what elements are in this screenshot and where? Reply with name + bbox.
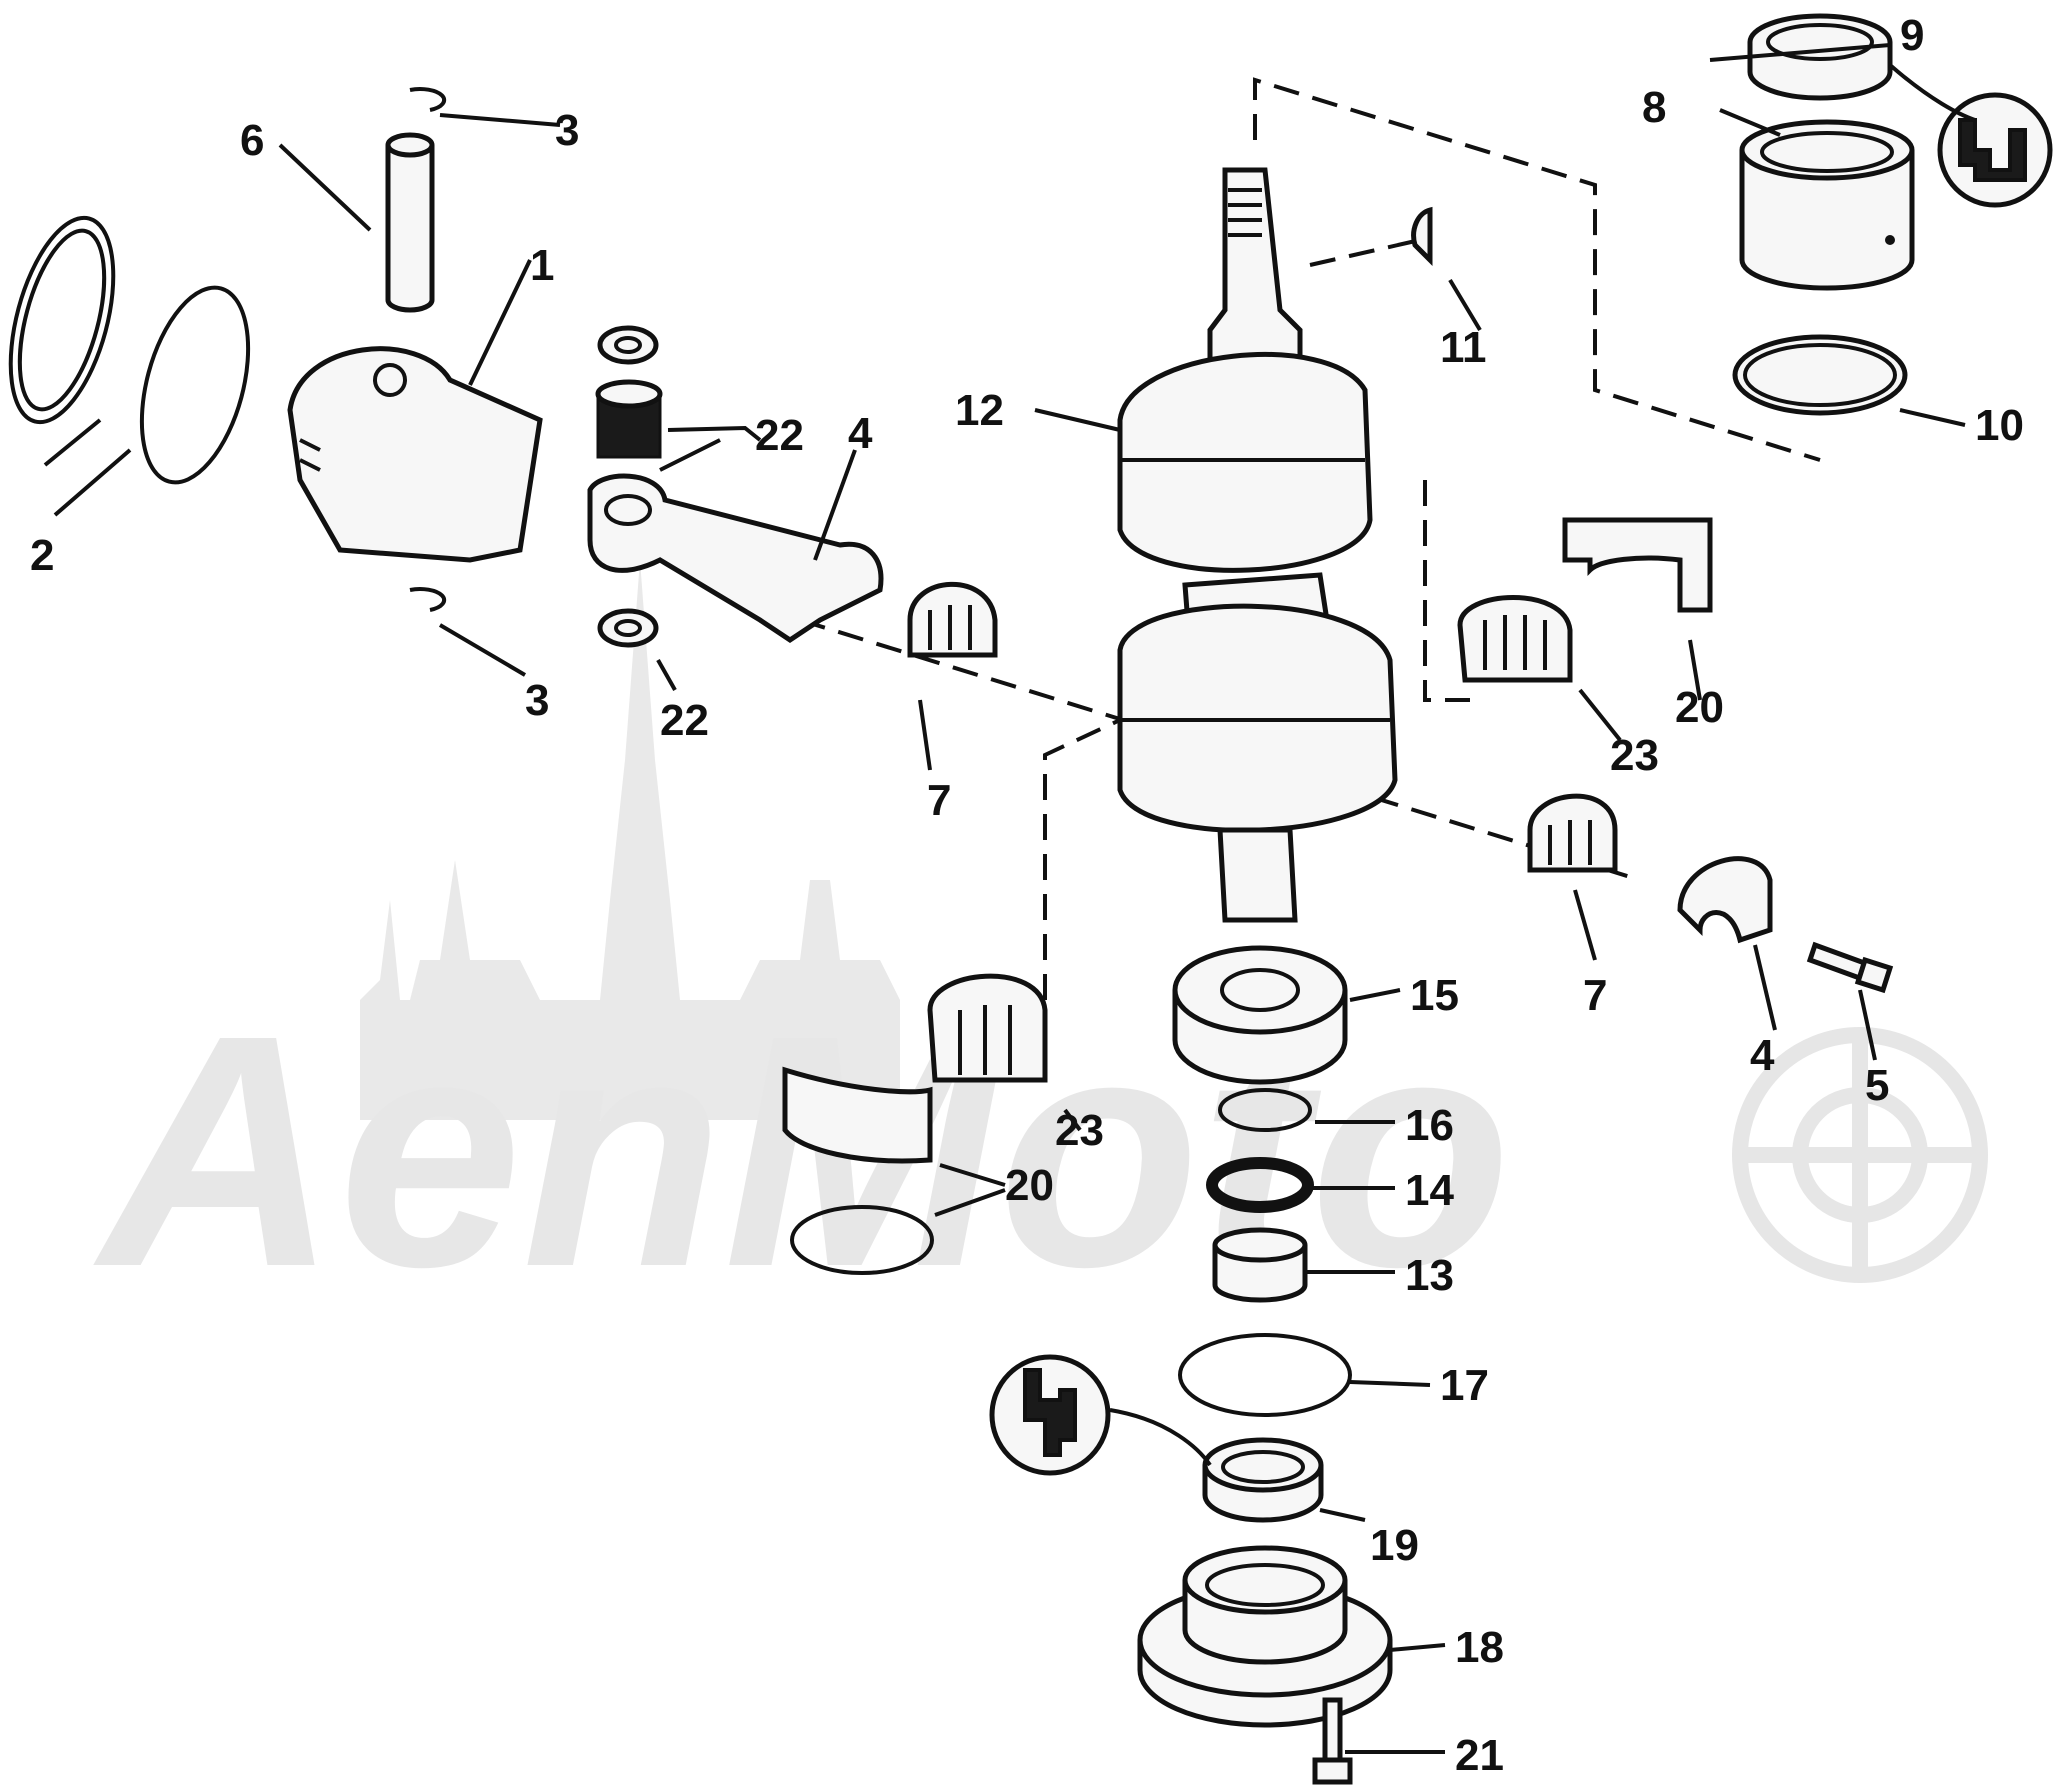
callout-20-left: 20 bbox=[1005, 1161, 1054, 1210]
seal-orientation-icon bbox=[1023, 1368, 1077, 1457]
callout-3-top: 3 bbox=[555, 106, 579, 155]
callout-9: 9 bbox=[1900, 11, 1924, 60]
callout-4-rod: 4 bbox=[848, 409, 873, 458]
part-14-seal bbox=[1206, 1157, 1314, 1213]
part-7-cage-right bbox=[1527, 793, 1618, 873]
callout-22-top: 22 bbox=[755, 411, 804, 460]
part-11-key bbox=[1411, 206, 1433, 267]
callout-13: 13 bbox=[1405, 1251, 1454, 1300]
callout-18: 18 bbox=[1455, 1623, 1504, 1672]
part-16-snap-ring bbox=[1218, 1088, 1312, 1132]
callout-7-right: 7 bbox=[1583, 971, 1607, 1020]
part-2-rings bbox=[8, 215, 251, 485]
part-7-cage-left bbox=[907, 581, 998, 658]
part-23-cage-right bbox=[1457, 595, 1573, 683]
callout-4-cap: 4 bbox=[1750, 1031, 1775, 1080]
part-4-connecting-rod bbox=[587, 473, 884, 644]
part-15-ball-bearing bbox=[1172, 945, 1348, 1085]
part-21-bolt bbox=[1312, 1697, 1353, 1785]
seal-orientation-detail-top bbox=[1937, 92, 2053, 208]
callout-12: 12 bbox=[955, 386, 1004, 435]
callout-21: 21 bbox=[1455, 1731, 1504, 1780]
callout-1: 1 bbox=[530, 241, 554, 290]
callout-15: 15 bbox=[1410, 971, 1459, 1020]
part-22-needle-bearing bbox=[595, 379, 663, 459]
part-4-rod-cap bbox=[1677, 856, 1773, 944]
callout-6: 6 bbox=[240, 116, 264, 165]
callout-8: 8 bbox=[1642, 83, 1666, 132]
callout-22-bottom: 22 bbox=[660, 696, 709, 745]
callout-16: 16 bbox=[1405, 1101, 1454, 1150]
callout-23-left: 23 bbox=[1055, 1106, 1104, 1155]
part-8-bearing bbox=[1739, 119, 1915, 291]
part-12-crankshaft bbox=[1117, 167, 1398, 923]
callout-17: 17 bbox=[1440, 1361, 1489, 1410]
part-17-oring bbox=[1178, 1333, 1352, 1417]
callout-19: 19 bbox=[1370, 1521, 1419, 1570]
part-23-cage-left bbox=[927, 973, 1048, 1083]
part-20-race-left bbox=[782, 1066, 934, 1275]
callout-11: 11 bbox=[1440, 323, 1487, 372]
seal-orientation-icon bbox=[1958, 118, 2027, 182]
part-5-screw bbox=[1806, 941, 1894, 994]
part-6-wrist-pin bbox=[385, 132, 435, 313]
callout-5: 5 bbox=[1865, 1061, 1889, 1110]
part-13-bushing bbox=[1212, 1227, 1308, 1303]
part-10-oring bbox=[1732, 334, 1908, 416]
part-9-seal bbox=[1747, 13, 1893, 101]
part-20-race-right bbox=[1562, 517, 1713, 613]
callout-3-bottom: 3 bbox=[525, 676, 549, 725]
callout-23-right: 23 bbox=[1610, 731, 1659, 780]
callout-10: 10 bbox=[1975, 401, 2024, 450]
part-19-seal bbox=[1202, 1437, 1324, 1523]
callouts: 1 2 3 3 4 4 5 6 7 7 8 9 10 11 12 13 14 1… bbox=[30, 11, 2024, 1780]
callout-14: 14 bbox=[1405, 1166, 1454, 1215]
leader-lines bbox=[43, 43, 1976, 1754]
callout-20-right: 20 bbox=[1675, 683, 1724, 732]
callout-2: 2 bbox=[30, 531, 54, 580]
part-3-clip-top bbox=[409, 87, 447, 112]
part-18-bearing-housing bbox=[1137, 1545, 1393, 1728]
part-22-washer-bottom bbox=[597, 608, 659, 648]
part-22-washer-top bbox=[597, 325, 659, 365]
part-1-piston bbox=[287, 346, 543, 563]
part-3-clip-bottom bbox=[409, 587, 447, 612]
seal-orientation-detail-bottom bbox=[989, 1354, 1111, 1476]
callout-7-left: 7 bbox=[927, 776, 951, 825]
assembly-lines bbox=[799, 77, 1821, 1000]
